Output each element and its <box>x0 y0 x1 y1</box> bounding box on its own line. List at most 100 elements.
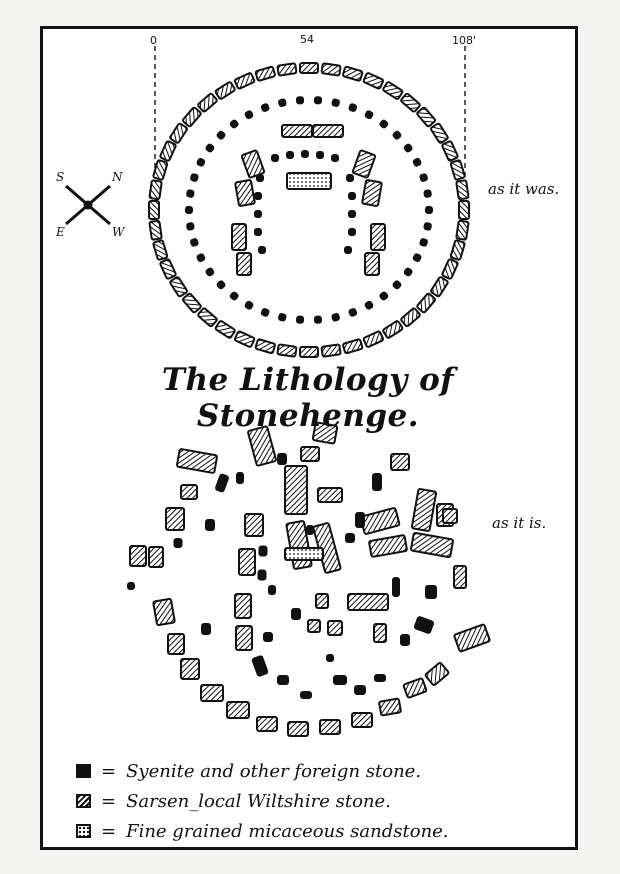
scale-label-start: 0 <box>150 34 157 47</box>
legend-equals: = <box>101 760 117 782</box>
sarsen-stone-remaining <box>315 593 329 609</box>
sarsen-circle-stone <box>152 159 169 181</box>
sarsen-circle-stone <box>276 343 298 358</box>
foreign-stone <box>374 674 386 682</box>
trilithon-stone <box>361 179 383 207</box>
bluestone-circle-stone <box>425 206 433 214</box>
bluestone-horseshoe-stone <box>254 210 262 218</box>
bluestone-circle-stone <box>348 103 358 112</box>
bluestone-circle-stone <box>419 173 428 182</box>
sarsen-stone-remaining <box>284 465 308 515</box>
sarsen-circle-stone <box>169 276 188 298</box>
sarsen-circle-stone <box>342 65 364 82</box>
bluestone-circle-stone <box>260 103 270 112</box>
bluestone-circle-stone <box>196 157 206 167</box>
bluestone-circle-stone <box>379 291 389 301</box>
trilithon-stone <box>370 223 386 251</box>
sarsen-circle-stone <box>182 106 202 128</box>
bluestone-horseshoe-stone <box>301 150 309 158</box>
bluestone-circle-stone <box>216 280 226 290</box>
sarsen-stone-remaining <box>347 593 389 611</box>
foreign-stone <box>392 577 400 597</box>
bluestone-circle-stone <box>392 130 402 140</box>
sarsen-stone-remaining <box>453 623 491 653</box>
swatch-solid-icon <box>76 764 91 778</box>
sarsen-stone-remaining <box>410 531 454 559</box>
sarsen-circle-stone <box>382 320 404 339</box>
bluestone-circle-stone <box>348 308 358 317</box>
bluestone-circle-stone <box>205 267 215 277</box>
scale-label-end: 108' <box>452 34 477 47</box>
legend-text-syenite: Syenite and other foreign stone. <box>126 760 422 782</box>
sarsen-circle-stone <box>416 292 436 314</box>
sarsen-circle-stone <box>276 62 298 77</box>
legend-item-sandstone: = Fine grained micaceous sandstone. <box>76 820 449 842</box>
foreign-stone <box>355 512 365 528</box>
sarsen-circle-stone <box>430 276 449 298</box>
sarsen-stone-remaining <box>373 623 387 643</box>
bluestone-circle-stone <box>260 308 270 317</box>
trilithon-stone <box>312 124 344 138</box>
plan-as-it-is <box>127 421 491 737</box>
bluestone-circle-stone <box>423 222 432 231</box>
foreign-stone <box>268 585 276 595</box>
bluestone-circle-stone <box>216 130 226 140</box>
sarsen-stone-remaining <box>311 421 339 445</box>
foreign-stone <box>277 453 287 465</box>
sarsen-circle-stone <box>400 307 421 328</box>
bluestone-horseshoe-stone <box>348 228 356 236</box>
bluestone-circle-stone <box>186 189 195 198</box>
sarsen-stone-remaining <box>424 662 450 686</box>
bluestone-horseshoe-stone <box>344 246 352 254</box>
sarsen-circle-stone <box>148 200 160 220</box>
sarsen-stone-remaining <box>351 712 373 728</box>
sarsen-circle-stone <box>148 219 163 241</box>
sarsen-stone-remaining <box>402 677 428 699</box>
bluestone-circle-stone <box>186 222 195 231</box>
legend-text-sandstone: Fine grained micaceous sandstone. <box>126 820 449 842</box>
foreign-stone <box>291 608 301 620</box>
label-as-it-is: as it is. <box>492 514 547 532</box>
bluestone-circle-stone <box>278 98 287 107</box>
sarsen-circle-stone <box>362 72 385 90</box>
bluestone-circle-stone <box>190 173 199 182</box>
sarsen-circle-stone <box>152 239 169 261</box>
legend-text-sarsen: Sarsen_local Wiltshire stone. <box>126 790 391 812</box>
bluestone-circle-stone <box>196 253 206 263</box>
sarsen-circle-stone <box>430 122 449 144</box>
foreign-stone <box>413 616 435 634</box>
bluestone-horseshoe-stone <box>348 210 356 218</box>
sarsen-stone-remaining <box>129 545 147 567</box>
sarsen-stone-remaining <box>287 721 309 737</box>
bluestone-horseshoe-stone <box>348 192 356 200</box>
trilithon-stone <box>236 252 252 276</box>
sarsen-circle-stone <box>441 140 459 162</box>
sarsen-circle-stone <box>342 338 364 355</box>
sarsen-stone-remaining <box>256 716 278 732</box>
bluestone-circle-stone <box>419 238 428 247</box>
foreign-stone <box>400 634 410 646</box>
swatch-hatched-icon <box>76 794 91 808</box>
sarsen-stone-remaining <box>317 487 343 503</box>
sarsen-circle-stone <box>449 239 466 261</box>
legend-equals: = <box>101 820 117 842</box>
bluestone-circle-stone <box>313 315 323 324</box>
sarsen-circle-stone <box>449 159 466 181</box>
foreign-stone <box>277 675 289 685</box>
sarsen-circle-stone <box>182 292 202 314</box>
bluestone-circle-stone <box>331 313 340 322</box>
legend-equals: = <box>101 790 117 812</box>
scale-label-mid: 54 <box>300 33 314 46</box>
bluestone-circle-stone <box>412 157 422 167</box>
foreign-stone <box>372 473 382 491</box>
foreign-stone <box>306 525 314 535</box>
legend-item-syenite: = Syenite and other foreign stone. <box>76 760 421 782</box>
sarsen-stone-remaining <box>453 565 467 589</box>
sarsen-circle-stone <box>148 179 163 201</box>
bluestone-horseshoe-stone <box>258 246 266 254</box>
compass-west: W <box>112 225 125 239</box>
sarsen-circle-stone <box>197 307 218 328</box>
foreign-stone <box>326 654 334 662</box>
map-sheet <box>40 26 578 850</box>
